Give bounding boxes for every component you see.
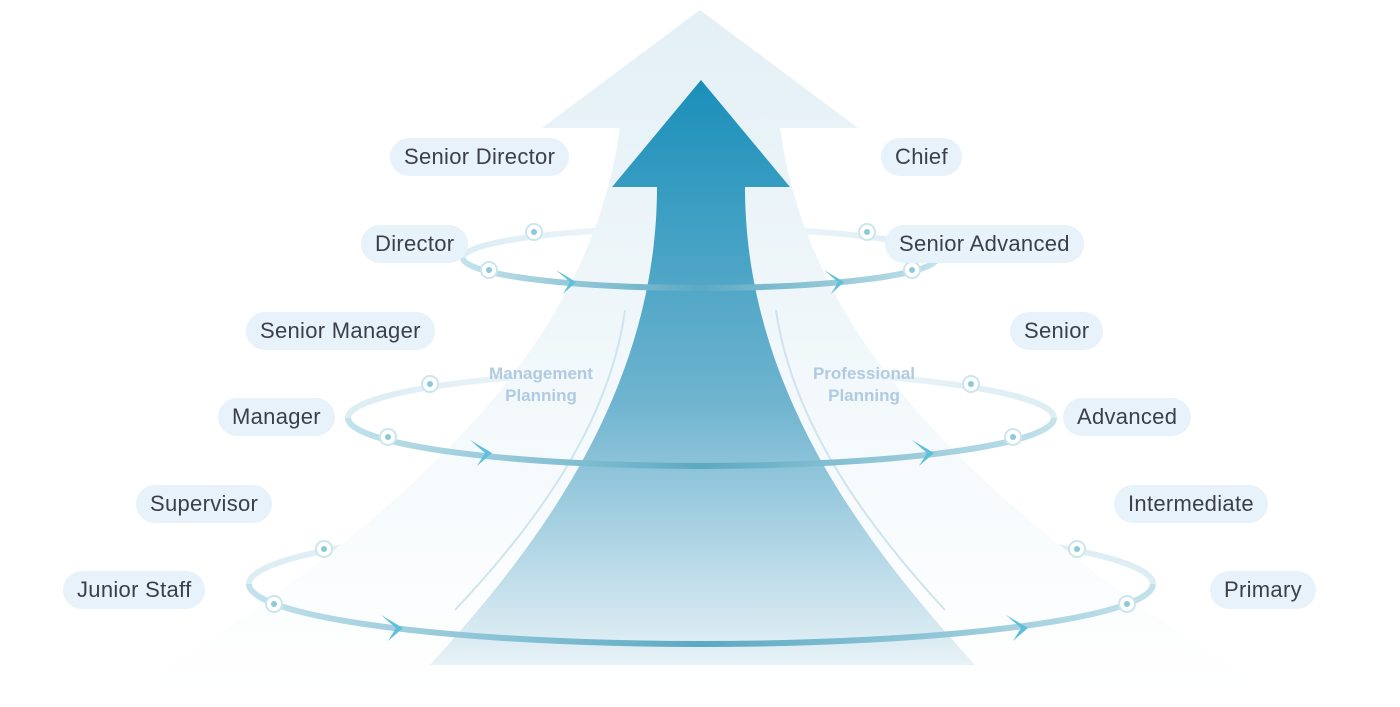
node-dot-icon (903, 261, 921, 279)
node-dot-icon (858, 223, 876, 241)
professional-track-label-line2: Planning (828, 386, 900, 405)
node-dot-icon (1004, 428, 1022, 446)
chevron-right-icon (824, 270, 844, 294)
level-senior-advanced: Senior Advanced (885, 225, 1084, 263)
node-dot-icon (480, 261, 498, 279)
chevron-right-icon (381, 615, 403, 641)
level-supervisor: Supervisor (136, 485, 273, 523)
node-dot-icon (1068, 540, 1086, 558)
node-dots (265, 223, 1136, 613)
level-advanced: Advanced (1063, 398, 1192, 436)
level-senior-director: Senior Director (390, 138, 570, 176)
professional-track-label-line1: Professional (812, 364, 916, 383)
level-chief: Chief (881, 138, 962, 176)
node-dot-icon (421, 375, 439, 393)
level-manager: Manager (218, 398, 335, 436)
chevron-right-icon (556, 270, 576, 294)
chevron-right-icon (470, 440, 492, 466)
node-dot-icon (379, 428, 397, 446)
level-senior-manager: Senior Manager (246, 312, 435, 350)
management-guide-line (454, 309, 626, 611)
node-dot-icon (525, 223, 543, 241)
level-director: Director (361, 225, 469, 263)
chevron-right-icon (912, 440, 934, 466)
level-senior: Senior (1010, 312, 1104, 350)
management-track-label-line2: Planning (505, 386, 577, 405)
management-track-label: Management Planning (456, 363, 626, 407)
node-dot-icon (315, 540, 333, 558)
chevron-right-icon (1006, 615, 1028, 641)
node-dot-icon (265, 595, 283, 613)
ring-bottom-front (246, 583, 1156, 647)
node-dot-icon (962, 375, 980, 393)
level-junior-staff: Junior Staff (63, 571, 206, 609)
management-track-label-line1: Management (489, 364, 593, 383)
main-arrow (430, 80, 975, 665)
level-primary: Primary (1210, 571, 1316, 609)
professional-track-label: Professional Planning (779, 363, 949, 407)
professional-guide-line (775, 309, 946, 611)
node-dot-icon (1118, 595, 1136, 613)
level-intermediate: Intermediate (1114, 485, 1268, 523)
